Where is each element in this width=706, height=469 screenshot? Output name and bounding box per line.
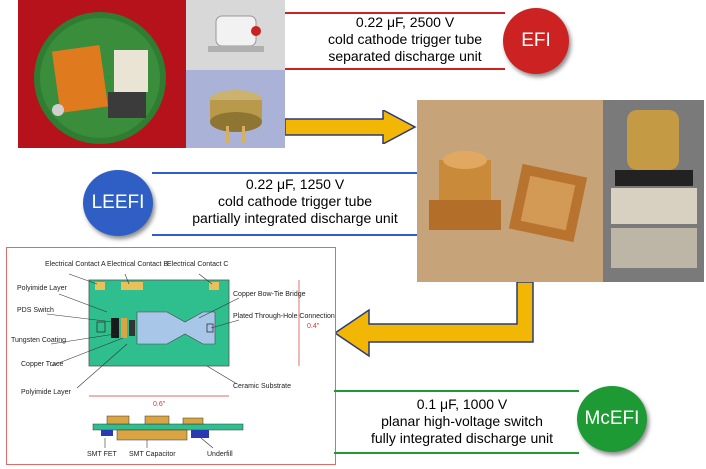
leefi-badge: LEEFI	[83, 170, 153, 236]
mcefi-discharge-line: fully integrated discharge unit	[370, 430, 554, 446]
polyimide-layer-label: Polyimide Layer	[17, 285, 67, 292]
tungsten-coating-label: Tungsten Coating	[11, 337, 66, 344]
efi-switch-line: cold cathode trigger tube	[327, 31, 483, 47]
mcefi-switch-line: planar high-voltage switch	[381, 413, 543, 429]
smt-fet-label: SMT FET	[87, 451, 118, 458]
contact-c-pad	[209, 282, 219, 290]
efi-circuit-board-photo	[18, 0, 186, 148]
leefi-discharge-line: partially integrated discharge unit	[192, 210, 398, 226]
efi-caption: 0.22 μF, 2500 V cold cathode trigger tub…	[300, 14, 510, 65]
leefi-spec-line: 0.22 μF, 1250 V	[245, 176, 345, 192]
efi-connector-line	[285, 12, 505, 14]
plated-hole-label: Plated Through-Hole Connection	[233, 313, 335, 320]
efi-discharge-line: separated discharge unit	[328, 48, 482, 64]
dim-width-label: 0.6"	[153, 401, 166, 408]
pds-switch-label: PDS Switch	[17, 307, 54, 314]
smt-capacitor-label: SMT Capacitor	[129, 451, 176, 458]
mcefi-stack-photo	[603, 100, 704, 282]
leefi-switch-line: cold cathode trigger tube	[217, 193, 373, 209]
ceramic-substrate-label: Ceramic Substrate	[233, 383, 291, 390]
contact-a-pad	[95, 282, 105, 290]
mcefi-connector-line-bottom	[334, 452, 579, 454]
contact-a-label: Electrical Contact A	[45, 261, 106, 268]
bow-tie-bridge	[136, 311, 216, 345]
leefi-connector-line	[152, 172, 417, 174]
efi-badge: EFI	[503, 8, 569, 74]
mcefi-diagram-frame: 0.6" 0.4" Electrical Contact A Electrica…	[6, 247, 336, 465]
contact-c-label: Electrical Contact C	[167, 261, 228, 268]
leefi-caption: 0.22 μF, 1250 V cold cathode trigger tub…	[175, 176, 415, 227]
contact-b-pad	[121, 282, 143, 290]
mcefi-spec-line: 0.1 μF, 1000 V	[416, 396, 508, 412]
arrow-down-left-icon	[333, 282, 534, 358]
mcefi-connector-line	[334, 390, 579, 392]
polyimide-layer-bottom-label: Polyimide Layer	[21, 389, 71, 396]
leefi-connector-line-bottom	[152, 234, 417, 236]
contact-b-label: Electrical Contact B	[107, 261, 168, 268]
efi-trigger-tube-photo	[186, 0, 285, 70]
leefi-component-photo	[186, 70, 285, 148]
leefi-packages-photo	[417, 100, 603, 282]
mcefi-caption: 0.1 μF, 1000 V planar high-voltage switc…	[352, 396, 572, 447]
dim-height-label: 0.4"	[307, 323, 320, 330]
copper-bowtie-label: Copper Bow-Tie Bridge	[233, 291, 306, 298]
efi-spec-line: 0.22 μF, 2500 V	[355, 14, 455, 30]
underfill-label: Underfill	[207, 451, 233, 458]
copper-trace-label: Copper Trace	[21, 361, 64, 368]
efi-connector-line-bottom	[285, 68, 505, 70]
mcefi-badge: McEFI	[577, 386, 647, 452]
arrow-right-icon	[285, 110, 417, 144]
